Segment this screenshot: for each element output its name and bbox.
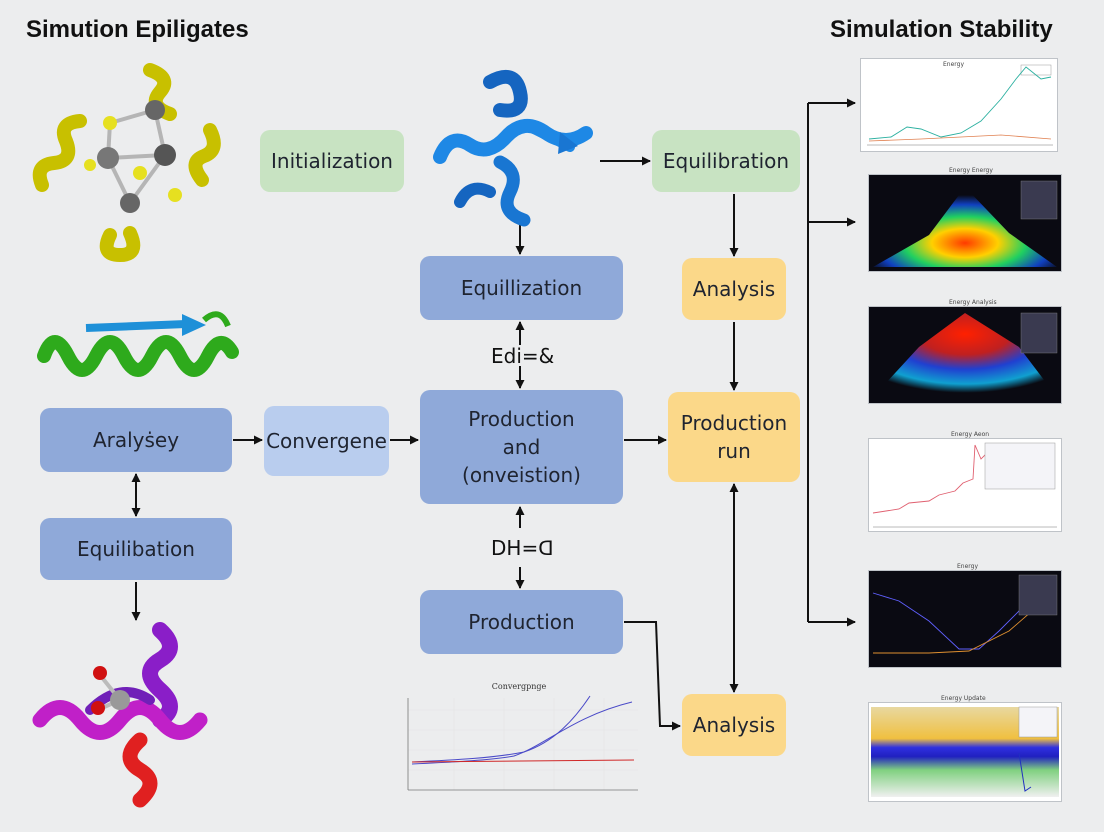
purple-protein-illustration bbox=[32, 622, 208, 808]
yellow-molecule-illustration bbox=[32, 63, 221, 263]
edi-label: Edi=& bbox=[491, 344, 555, 368]
mini-chart-title: Convergpnge bbox=[491, 682, 547, 691]
equilibation-left-box[interactable]: Equilibation bbox=[40, 518, 232, 580]
arrow-production-to-analysis bbox=[624, 621, 681, 731]
stability-panel-2: Energy Energy bbox=[868, 167, 1062, 272]
production-run-line-2: run bbox=[717, 439, 751, 463]
panel-5-title: Energy bbox=[957, 563, 979, 570]
convergence-mini-chart: Convergpnge bbox=[394, 680, 644, 820]
equillization-label: Equillization bbox=[460, 276, 583, 300]
left-title: Simution Epiligates bbox=[26, 16, 249, 43]
convergence-box[interactable]: Convergene bbox=[264, 406, 389, 476]
production-and-line-3: (onveistion) bbox=[462, 463, 581, 487]
initialization-label: Initialization bbox=[271, 149, 393, 173]
production-run-box[interactable]: Production run bbox=[668, 392, 800, 482]
initialization-box[interactable]: Initialization bbox=[260, 130, 404, 192]
green-helix-illustration bbox=[37, 311, 239, 377]
production-box[interactable]: Production bbox=[420, 590, 623, 654]
panel-2-title: Energy Energy bbox=[949, 167, 993, 174]
stability-panel-1: Energy bbox=[860, 58, 1058, 152]
production-and-box[interactable]: Production and (onveistion) bbox=[420, 390, 623, 504]
production-and-line-1: Production bbox=[468, 407, 575, 431]
production-run-line-1: Production bbox=[680, 411, 788, 435]
analysis-left-box[interactable]: Aralyṡey bbox=[40, 408, 232, 472]
analysis-top-label: Analysis bbox=[692, 277, 776, 301]
stability-panel-5: Energy bbox=[868, 563, 1062, 668]
analysis-left-label: Aralyṡey bbox=[92, 428, 180, 452]
panel-1-title: Energy bbox=[943, 61, 965, 68]
panel-6-title: Energy Update bbox=[941, 695, 986, 702]
right-title: Simulation Stability bbox=[830, 16, 1053, 43]
panel-4-title: Energy Aeon bbox=[951, 431, 990, 438]
dh-label: DH=ᗡ bbox=[491, 536, 554, 560]
production-label: Production bbox=[468, 610, 575, 634]
production-and-line-2: and bbox=[502, 435, 541, 459]
analysis-top-box[interactable]: Analysis bbox=[682, 258, 786, 320]
equilibration-top-label: Equilibration bbox=[662, 149, 790, 173]
stability-panel-4: Energy Aeon bbox=[868, 431, 1062, 532]
stability-panel-3: Energy Analysis bbox=[868, 299, 1062, 404]
analysis-bottom-box[interactable]: Analysis bbox=[682, 694, 786, 756]
equillization-box[interactable]: Equillization bbox=[420, 256, 623, 320]
mini-chart-plot bbox=[407, 695, 638, 791]
stability-panel-6: Energy Update bbox=[868, 695, 1062, 802]
convergence-label: Convergene bbox=[266, 429, 387, 453]
equilibation-left-label: Equilibation bbox=[77, 537, 195, 561]
equilibration-top-box[interactable]: Equilibration bbox=[652, 130, 800, 192]
blue-protein-illustration bbox=[433, 69, 593, 227]
analysis-bottom-label: Analysis bbox=[692, 713, 776, 737]
panel-3-title: Energy Analysis bbox=[949, 299, 997, 306]
